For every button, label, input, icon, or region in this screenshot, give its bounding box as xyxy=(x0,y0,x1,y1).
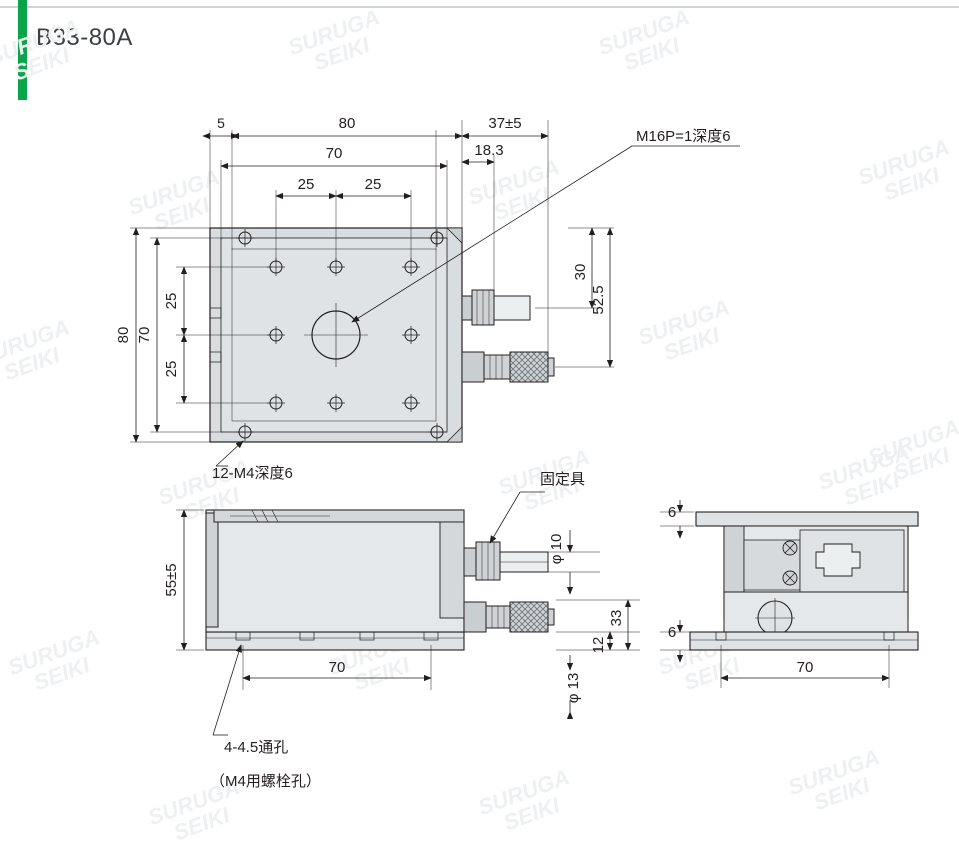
dim-5: 5 xyxy=(217,115,225,131)
dim-25-vertical-lower: 25 xyxy=(163,361,180,378)
accent-bar xyxy=(18,0,27,100)
header-divider xyxy=(0,6,959,8)
dim-phi10: φ 10 xyxy=(548,534,565,565)
fixture-callout: 固定具 xyxy=(540,471,585,488)
dim-70-vertical: 70 xyxy=(136,327,153,344)
through-hole-callout-2: （M4用螺栓孔） xyxy=(210,773,321,790)
top-view: 5 80 70 25 25 37±5 18.3 30 52.5 xyxy=(115,115,740,482)
dim-37pm5: 37±5 xyxy=(488,115,521,132)
page-title: B33-80A xyxy=(36,24,133,51)
dim-6-top: 6 xyxy=(668,504,676,521)
dim-25-vertical-upper: 25 xyxy=(163,293,180,310)
side-view: 6 6 70 xyxy=(660,500,919,688)
dim-70-front: 70 xyxy=(329,659,346,676)
dim-80-vertical: 80 xyxy=(115,327,132,344)
dim-30: 30 xyxy=(572,264,589,281)
front-view: 55±5 70 φ 10 33 12 φ 13 xyxy=(163,471,640,790)
thread-callout: M16P=1深度6 xyxy=(636,128,731,145)
dim-12: 12 xyxy=(590,637,607,654)
dim-52-5: 52.5 xyxy=(590,285,607,314)
dim-55pm5: 55±5 xyxy=(163,563,180,596)
dim-18-3: 18.3 xyxy=(474,142,503,159)
tapped-holes-callout: 12-M4深度6 xyxy=(212,465,293,482)
dim-70-horizontal: 70 xyxy=(326,145,343,162)
dim-phi13: φ 13 xyxy=(565,673,582,704)
dim-25-left: 25 xyxy=(298,176,315,193)
through-hole-callout-1: 4-4.5通孔 xyxy=(224,739,288,756)
dim-25-right: 25 xyxy=(365,176,382,193)
dim-33: 33 xyxy=(608,610,625,627)
dim-6-bottom: 6 xyxy=(668,624,676,641)
dim-70-side: 70 xyxy=(797,659,814,676)
dim-80-horizontal: 80 xyxy=(339,115,356,132)
